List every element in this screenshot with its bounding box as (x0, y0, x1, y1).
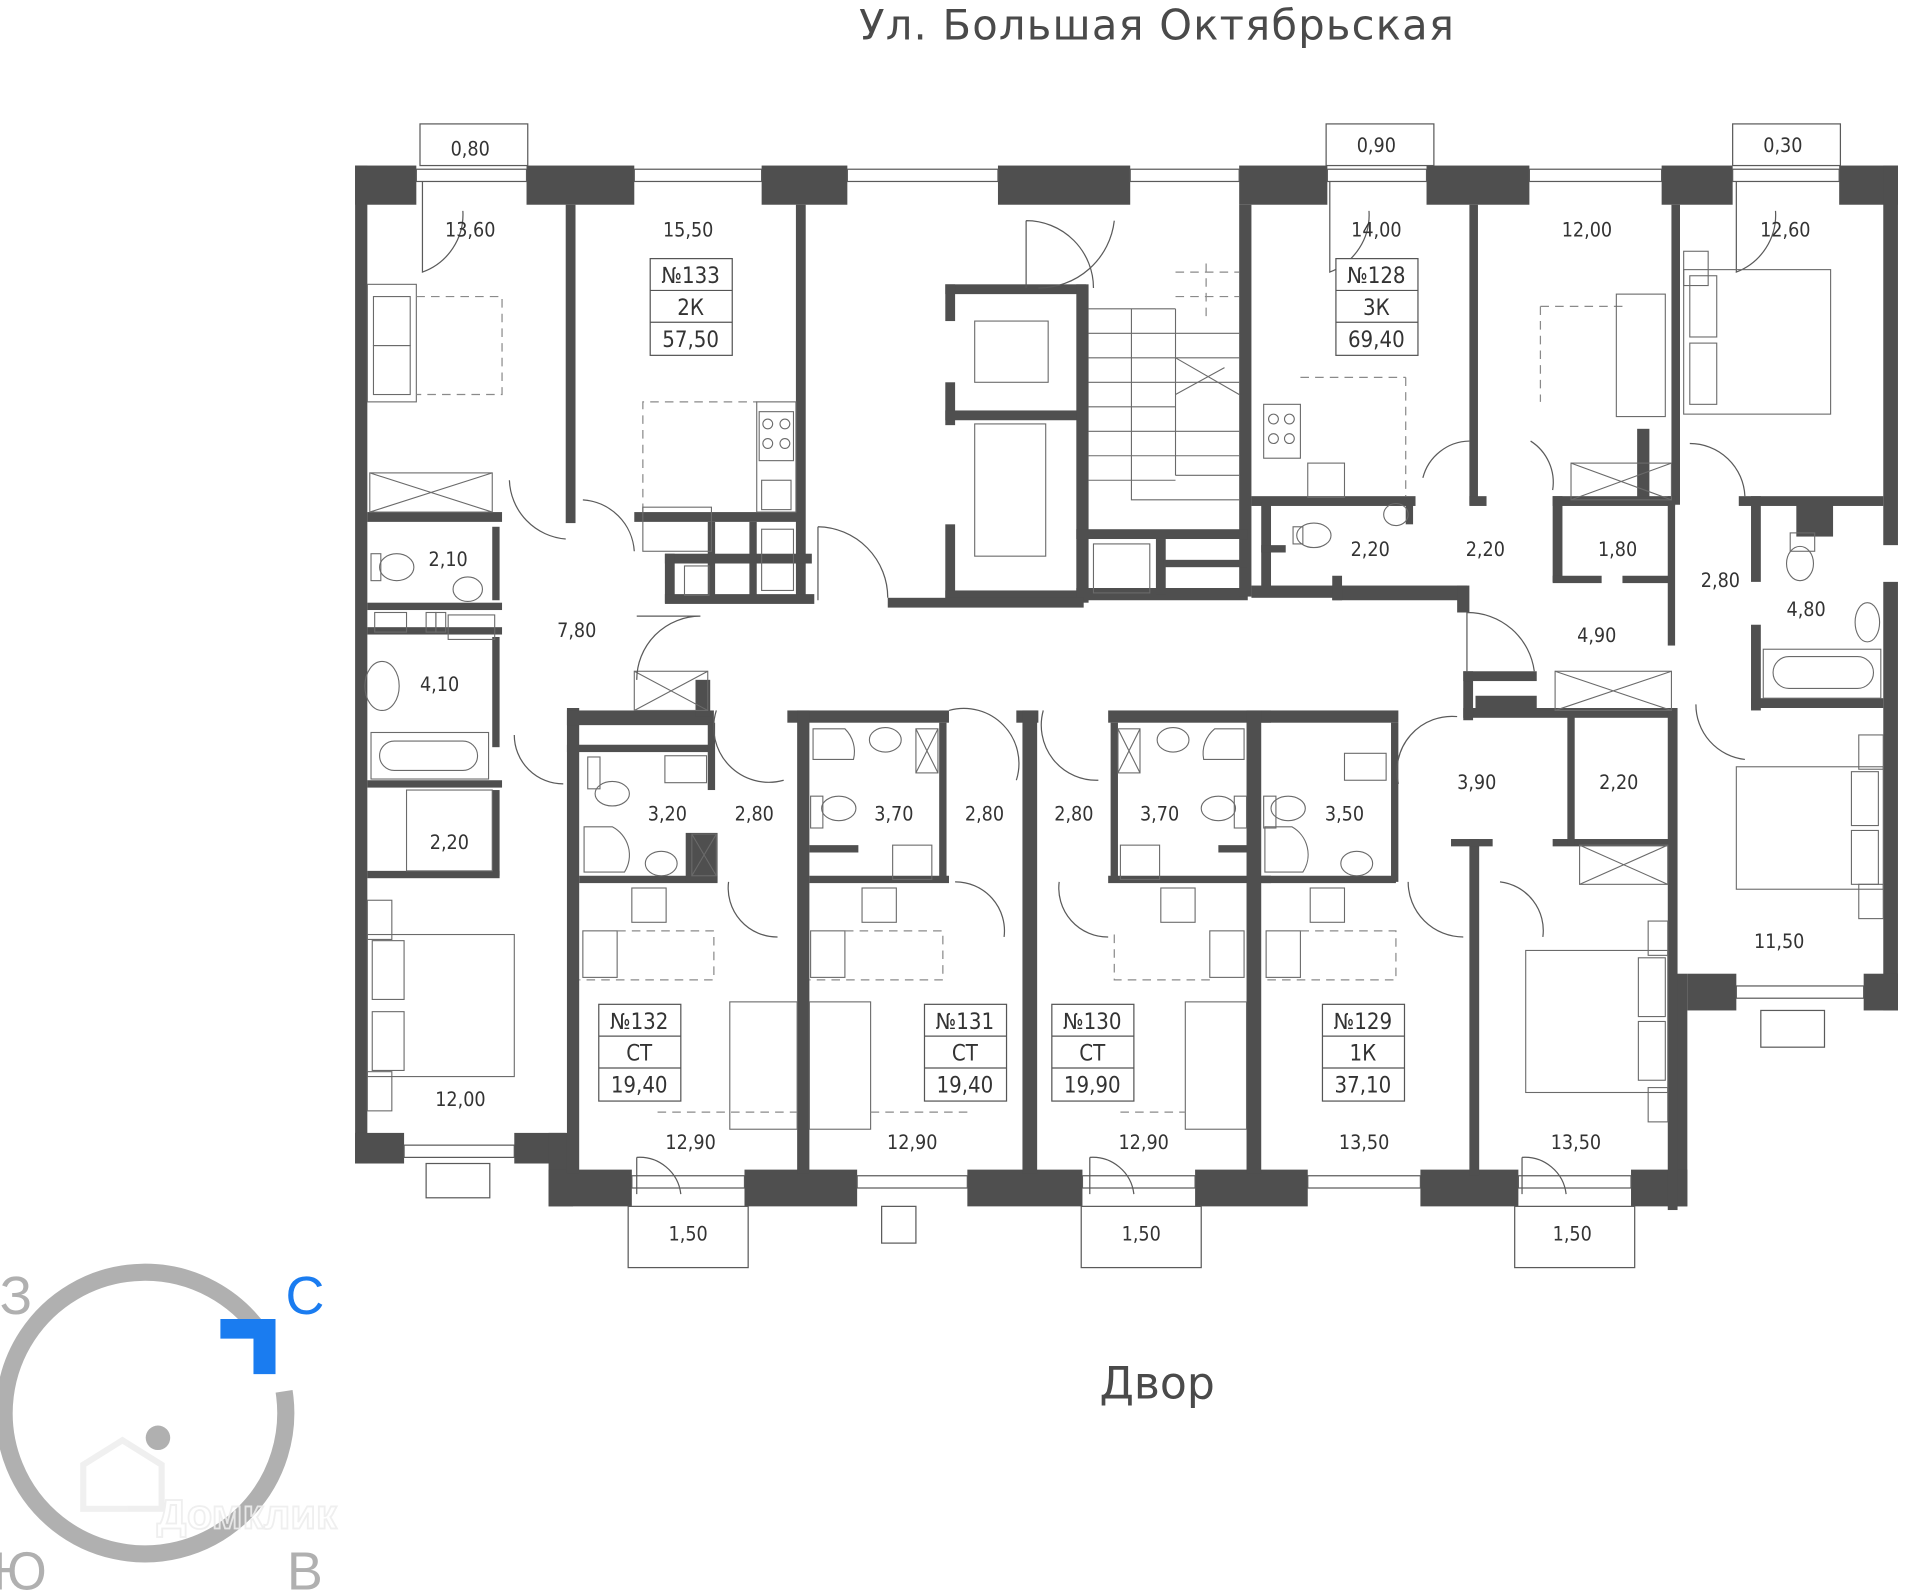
apartment-badge-132[interactable]: №132 СТ 19,40 (598, 1003, 682, 1102)
apartment-number: №131 (936, 1010, 994, 1035)
bottom-balconies (425, 1009, 1826, 1269)
room-area: 3,70 (874, 803, 913, 826)
room-area: 2,20 (1466, 538, 1505, 561)
balcony-area: 0,30 (1763, 134, 1802, 157)
room-area: 3,50 (1325, 803, 1364, 826)
apartment-number: №130 (1063, 1010, 1121, 1035)
room-area: 2,80 (735, 803, 774, 826)
door-icon (636, 1156, 682, 1195)
apartment-number: №128 (1347, 264, 1405, 289)
apartment-type: СТ (952, 1042, 979, 1067)
door-icon (1329, 181, 1370, 273)
room-area: 7,80 (557, 619, 596, 642)
apartment-type: 3К (1363, 296, 1390, 321)
yard-label: Двор (1099, 1359, 1214, 1410)
room-area: 15,50 (663, 219, 713, 242)
compass-north: С (285, 1266, 324, 1326)
door-icon (1735, 181, 1777, 273)
door-icon (1521, 1156, 1567, 1195)
top-balconies (419, 123, 1842, 167)
room-area: 12,90 (1118, 1131, 1168, 1154)
room-area: 4,80 (1787, 598, 1826, 621)
room-area: 2,10 (429, 548, 468, 571)
room-area: 3,70 (1140, 803, 1179, 826)
room-area: 2,80 (1701, 569, 1740, 592)
room-area: 4,90 (1577, 624, 1616, 647)
balcony-area: 0,80 (451, 138, 490, 161)
compass-west: З (0, 1266, 32, 1326)
room-area: 3,20 (648, 803, 687, 826)
balcony-area: 1,50 (669, 1223, 708, 1246)
room-area: 12,00 (1562, 219, 1612, 242)
room-area: 14,00 (1351, 219, 1401, 242)
doors (508, 220, 1746, 938)
apartment-type: СТ (1079, 1042, 1106, 1067)
room-area: 13,50 (1339, 1131, 1389, 1154)
outer-walls (355, 165, 1898, 1207)
room-area: 3,90 (1457, 771, 1496, 794)
top-windows (415, 168, 1840, 183)
apartment-type: СТ (626, 1042, 653, 1067)
door-icon (1089, 1156, 1135, 1195)
balcony-area: 1,50 (1553, 1223, 1592, 1246)
door-icon (421, 181, 464, 273)
north-marker-icon (220, 1319, 276, 1375)
compass-ring (0, 1263, 295, 1563)
apartment-badge-129[interactable]: №129 1К 37,10 (1321, 1003, 1406, 1102)
apartment-number: №129 (1334, 1010, 1392, 1035)
apartment-area: 19,90 (1064, 1073, 1121, 1098)
street-label: Ул. Большая Октябрьская (859, 0, 1455, 49)
compass: З С Ю В (0, 1263, 324, 1596)
apartment-badge-131[interactable]: №131 СТ 19,40 (923, 1003, 1008, 1102)
apartment-area: 57,50 (662, 328, 719, 353)
apartment-type: 2К (677, 296, 704, 321)
room-area: 13,50 (1551, 1131, 1601, 1154)
room-area: 2,80 (965, 803, 1004, 826)
apartment-area: 19,40 (937, 1073, 994, 1098)
room-area: 12,90 (887, 1131, 937, 1154)
balcony-area: 1,50 (1122, 1223, 1161, 1246)
compass-south: Ю (0, 1542, 47, 1596)
apartment-badge-130[interactable]: №130 СТ 19,90 (1051, 1003, 1135, 1102)
room-area: 2,80 (1054, 803, 1093, 826)
room-area: 2,20 (1599, 771, 1638, 794)
room-area: 2,20 (1351, 538, 1390, 561)
room-area: 2,20 (430, 831, 469, 854)
room-area: 1,80 (1598, 538, 1637, 561)
fixtures (364, 250, 1884, 1130)
room-area: 12,00 (435, 1088, 485, 1111)
apartment-badge-133[interactable]: №133 2К 57,50 (649, 258, 733, 356)
apartment-number: №133 (661, 264, 719, 289)
bottom-windows (403, 985, 1865, 1189)
apartment-area: 19,40 (611, 1073, 668, 1098)
interior-walls (367, 204, 1884, 1211)
apartment-area: 69,40 (1348, 328, 1405, 353)
room-labels: 13,60 15,50 2,10 4,10 7,80 2,20 12,00 14… (420, 219, 1826, 1154)
compass-center-dot (145, 1425, 171, 1451)
room-area: 4,10 (420, 673, 459, 696)
apartment-number: №132 (610, 1010, 668, 1035)
compass-east: В (287, 1542, 323, 1596)
watermark: Домклик (80, 1436, 338, 1538)
apartment-type: 1К (1350, 1042, 1377, 1067)
apartment-area: 37,10 (1334, 1073, 1391, 1098)
room-area: 12,90 (665, 1131, 715, 1154)
room-area: 12,60 (1760, 219, 1810, 242)
balcony-area: 0,90 (1357, 134, 1396, 157)
watermark-text: Домклик (157, 1490, 337, 1537)
room-area: 11,50 (1754, 930, 1804, 953)
apartment-badge-128[interactable]: №128 3К 69,40 (1335, 258, 1419, 356)
room-area: 13,60 (445, 219, 495, 242)
